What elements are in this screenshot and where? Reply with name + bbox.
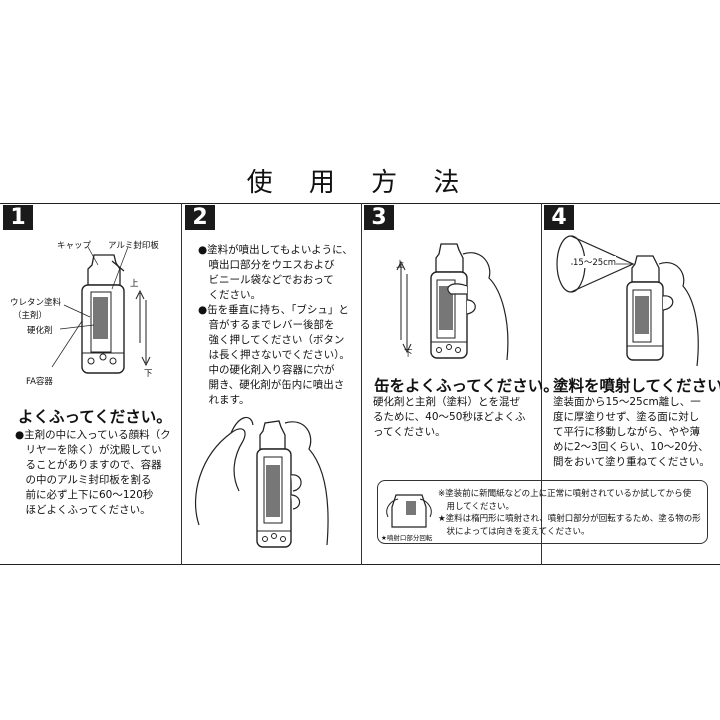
text-line: ●主剤の中に入っている顔料（ク: [15, 429, 171, 441]
text-line: 硬化剤と主剤（塗料）とを混ぜ: [373, 396, 520, 408]
instruction-frame: [0, 203, 720, 565]
text-line: ●缶を垂直に持ち、「ブシュ」と: [198, 304, 349, 316]
text-line: 強く押してください（ボタン: [198, 334, 345, 346]
down-label: 下: [404, 349, 413, 359]
note-box: ★噴射口部分回転 ※塗装前に新聞紙などの上に正常に噴射されているか試してから使 …: [377, 480, 708, 544]
step-2-text: ●塗料が噴出してもよいように、 噴出口部分をウエスおよび ビニール袋などでおおっ…: [198, 243, 353, 408]
text-line: 状によっては向きを変えてください。: [438, 526, 590, 537]
step-2-number: 2: [185, 205, 215, 230]
up-label: 上: [396, 260, 405, 270]
step-4-number: 4: [544, 205, 574, 230]
step-3-number: 3: [364, 205, 394, 230]
text-line: 用してください。: [438, 501, 515, 512]
note-text: ※塗装前に新聞紙などの上に正常に噴射されているか試してから使 用してください。 …: [438, 488, 701, 538]
fa-container-label: FA容器: [26, 377, 53, 387]
note-caption: ★噴射口部分回転: [381, 534, 433, 542]
step-1-number: 1: [3, 205, 33, 230]
step-3-text: 硬化剤と主剤（塗料）とを混ぜ るために、40～50秒ほどよくふ ってください。: [373, 395, 525, 440]
divider: [541, 203, 542, 565]
urethane-paint-label: ウレタン塗料: [10, 298, 62, 308]
step-3-heading: 缶をよくふってください。: [374, 377, 559, 395]
text-line: て平行に移動しながら、やや薄: [553, 426, 700, 438]
text-line: 噴出口部分をウエスおよび: [198, 259, 335, 271]
text-line: るために、40～50秒ほどよくふ: [373, 411, 526, 423]
nozzle-rotate-icon: [386, 494, 432, 528]
divider: [181, 203, 182, 565]
distance-label: 15～25cm: [573, 256, 617, 268]
main-agent-label: （主剤）: [13, 311, 48, 321]
text-line: は長く押さないでください）。: [198, 349, 350, 361]
hardener-label: 硬化剤: [27, 326, 53, 336]
down-label: 下: [144, 369, 153, 379]
text-line: ★塗料は楕円形に噴射され、噴射口部分が回転するため、塗る物の形: [438, 514, 701, 524]
text-line: れます。: [198, 394, 250, 406]
step-4-heading: 塗料を噴射してください。: [553, 377, 720, 395]
text-line: ってください。: [373, 426, 446, 438]
divider: [361, 203, 362, 565]
step-1-text: ●主剤の中に入っている顔料（ク リヤーを除く）が沈殿してい ることがありますので…: [15, 428, 171, 518]
text-line: 前に必ず上下に60～120秒: [15, 489, 154, 501]
hands-press-lever-illustration: [195, 416, 329, 548]
shake-can-illustration: [396, 243, 509, 361]
text-line: ることがありますので、容器: [15, 459, 162, 471]
text-line: リヤーを除く）が沈殿してい: [15, 444, 162, 456]
text-line: ※塗装前に新聞紙などの上に正常に噴射されているか試してから使: [438, 489, 692, 499]
text-line: 間をおいて塗り重ねてください。: [553, 456, 710, 468]
text-line: 塗装面から15～25cm離し、一: [553, 396, 701, 408]
text-line: ください。: [198, 289, 261, 301]
spray-can-illustration: [556, 235, 699, 367]
text-line: ●塗料が噴出してもよいように、: [198, 244, 353, 256]
text-line: 開き、硬化剤が缶内に噴出さ: [198, 379, 345, 391]
text-line: 音がするまでレバー後部を: [198, 319, 335, 331]
text-line: めに2～3回くらい、10～20分、: [553, 441, 709, 453]
text-line: の中のアルミ封印板を割る: [15, 474, 152, 486]
cap-label: キャップ: [57, 241, 92, 251]
page-title: 使 用 方 法: [246, 168, 474, 198]
can-diagram-illustration: [51, 246, 151, 374]
step-1-heading: よくふってください。: [18, 408, 172, 426]
text-line: ビニール袋などでおおって: [198, 274, 334, 286]
text-line: ほどよくふってください。: [15, 504, 151, 516]
text-line: 中の硬化剤入り容器に穴が: [198, 364, 335, 376]
up-label: 上: [130, 279, 139, 289]
alumi-plate-label: アルミ封印板: [108, 241, 159, 251]
step-4-text: 塗装面から15～25cm離し、一 度に厚塗りせず、塗る面に対し て平行に移動しな…: [553, 395, 710, 470]
text-line: 度に厚塗りせず、塗る面に対し: [553, 411, 700, 423]
